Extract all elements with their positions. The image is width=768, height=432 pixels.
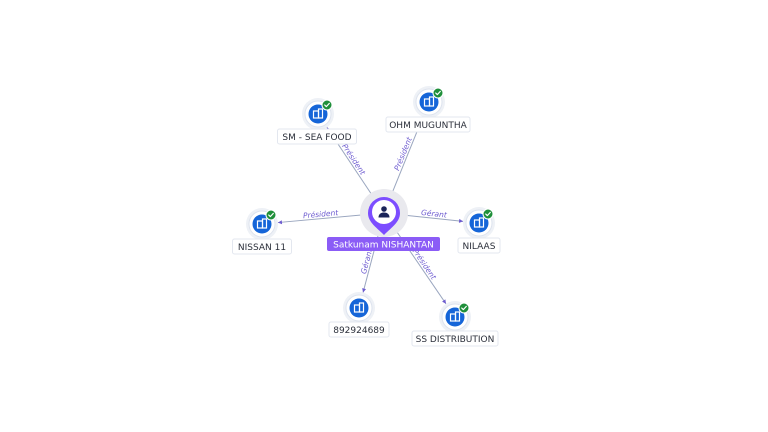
edge-arrowhead	[458, 218, 464, 223]
edge-3: Président	[277, 208, 365, 225]
verified-check-icon	[482, 208, 494, 220]
building-icon	[423, 96, 435, 107]
verified-check-icon	[265, 209, 277, 221]
center-person-node[interactable]: Satkunam NISHANTAN	[327, 189, 440, 251]
building-tower	[317, 108, 324, 119]
company-label-box	[328, 321, 390, 338]
center-person-name: Satkunam NISHANTAN	[333, 241, 434, 251]
edge-arrowhead	[442, 299, 446, 304]
building-icon	[353, 302, 365, 313]
check-mark	[485, 211, 491, 217]
person-icon	[378, 206, 390, 218]
company-name: SM - SEA FOOD	[282, 133, 351, 143]
company-node[interactable]: SM - SEA FOOD	[277, 98, 357, 145]
check-mark	[435, 90, 441, 96]
building-tower	[261, 218, 268, 229]
verified-check-icon	[432, 87, 444, 99]
building-tower	[454, 311, 461, 322]
center-inner-circle	[372, 200, 396, 224]
building-icon	[449, 311, 461, 322]
building-tower	[428, 96, 435, 107]
edge-arrowhead	[362, 288, 367, 293]
edge-role-label: Gérant	[421, 208, 449, 220]
company-node[interactable]: NILAAS	[457, 207, 501, 254]
edge-4: Gérant	[403, 208, 464, 223]
verified-check-icon	[321, 99, 333, 111]
company-node[interactable]: 892924689	[328, 292, 390, 338]
company-label-box	[277, 128, 357, 145]
company-label-box	[385, 116, 471, 133]
building-icon	[473, 217, 485, 228]
edge-role-label: Président	[340, 142, 368, 177]
building-tower	[478, 217, 485, 228]
building-tower	[358, 302, 365, 313]
edge-line	[277, 214, 365, 224]
company-label-box	[411, 330, 499, 347]
edge-arrowhead	[277, 220, 283, 225]
check-mark	[324, 102, 330, 108]
check-mark	[268, 212, 274, 218]
company-name: SS DISTRIBUTION	[416, 335, 495, 345]
company-name: OHM MUGUNTHA	[389, 121, 467, 131]
check-mark	[461, 305, 467, 311]
company-node[interactable]: OHM MUGUNTHA	[385, 86, 471, 133]
company-node[interactable]: NISSAN 11	[232, 208, 292, 255]
building-icon	[312, 108, 324, 119]
company-name: NILAAS	[463, 242, 496, 252]
company-node[interactable]: SS DISTRIBUTION	[411, 301, 499, 347]
company-name: 892924689	[333, 326, 385, 336]
edge-line	[403, 214, 464, 222]
edge-role-label: Président	[411, 247, 439, 282]
building-icon	[256, 218, 268, 229]
company-label-box	[457, 237, 501, 254]
edge-role-label: Président	[303, 208, 340, 220]
verified-check-icon	[458, 302, 470, 314]
center-label-box	[327, 237, 440, 251]
company-label-box	[232, 238, 292, 255]
nodes-layer: SM - SEA FOOD OHM MUGUNTHA NISSAN 11 NILAAS…	[232, 86, 501, 347]
company-name: NISSAN 11	[238, 243, 286, 253]
